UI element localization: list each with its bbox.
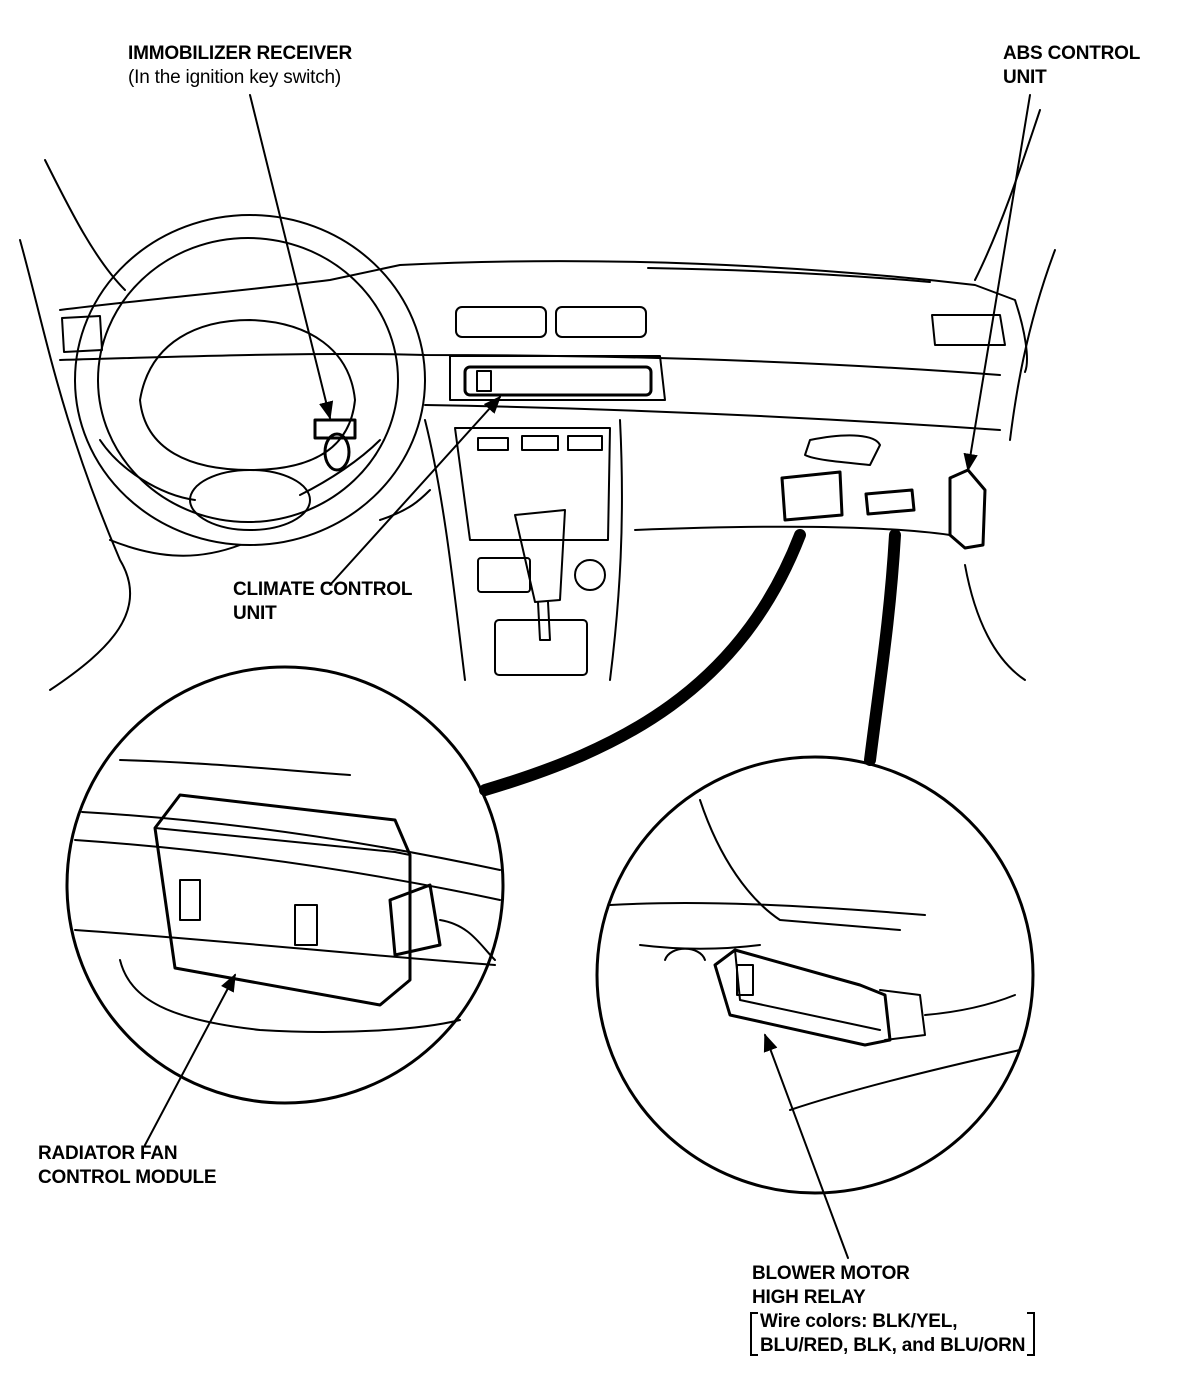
driver-knee-right <box>379 489 431 521</box>
right-lower-trim <box>964 564 1026 681</box>
radiator-line1: RADIATOR FAN <box>38 1143 178 1164</box>
center-bezel <box>449 355 666 401</box>
zl-module-face <box>154 827 411 856</box>
zl-trim-3 <box>74 929 496 966</box>
radiator-fan-control-module-label: RADIATOR FAN CONTROL MODULE <box>38 1142 217 1190</box>
console-button-1 <box>477 437 509 451</box>
glovebox-handle <box>804 434 881 466</box>
blower-line2: HIGH RELAY <box>752 1287 866 1308</box>
console-inner <box>454 427 611 541</box>
zl-connector <box>388 883 442 957</box>
console-right <box>609 419 623 681</box>
zr-wire <box>924 994 1016 1016</box>
climate-panel <box>463 365 653 397</box>
zl-upper <box>119 759 351 776</box>
zoom-circle-right <box>595 755 1035 1195</box>
leader-radiator <box>144 973 236 1146</box>
zr-trim-2 <box>639 944 761 950</box>
zr-bracket <box>664 947 706 961</box>
left-a-pillar <box>44 159 126 291</box>
center-vent-right <box>555 306 647 338</box>
steering-wheel-inner <box>97 237 399 523</box>
wire-colors-note: Wire colors: BLK/YEL, BLU/RED, BLK, and … <box>750 1310 1036 1358</box>
zr-relay-face <box>734 949 881 1031</box>
right-vent <box>931 314 1006 346</box>
steering-hub <box>139 319 356 471</box>
dash-top-lower <box>59 352 1001 376</box>
climate-line1: CLIMATE CONTROL <box>233 579 413 600</box>
zl-trim-2 <box>74 839 501 901</box>
console-button-2 <box>521 435 559 451</box>
zr-lower <box>789 1049 1021 1111</box>
shift-lever <box>514 509 566 603</box>
ashtray <box>477 557 531 593</box>
defrost-slot <box>647 267 931 283</box>
console-left <box>424 419 466 681</box>
steering-spoke-left <box>99 439 196 501</box>
wire-colors-line2: BLU/RED, BLK, and BLU/ORN <box>760 1335 1026 1356</box>
center-vent-left <box>455 306 547 338</box>
zoom-circle-left <box>65 665 505 1105</box>
zl-wire <box>439 919 496 961</box>
wire-colors-line1: Wire colors: BLK/YEL, <box>760 1311 958 1332</box>
ignition-switch <box>313 418 357 440</box>
abs-unit-small <box>948 468 987 550</box>
zl-module <box>153 793 412 1007</box>
dash-face <box>424 404 1001 431</box>
lighter <box>574 559 606 591</box>
dash-top <box>59 260 1028 373</box>
abs-line1: ABS CONTROL <box>1003 43 1141 64</box>
leader-abs <box>963 94 1031 472</box>
climate-control-unit-label: CLIMATE CONTROL UNIT <box>233 578 412 626</box>
zr-relay <box>713 948 892 1047</box>
abs-control-unit-label: ABS CONTROL UNIT <box>1003 42 1140 90</box>
zoom-tail-right <box>864 529 901 766</box>
blower-motor-high-relay-label: BLOWER MOTOR HIGH RELAY Wire colors: BLK… <box>750 1262 1036 1358</box>
blower-line1: BLOWER MOTOR <box>752 1263 910 1284</box>
zl-tab-2 <box>294 904 318 946</box>
climate-line2: UNIT <box>233 603 277 624</box>
steering-column <box>189 469 311 531</box>
leader-blower <box>763 1033 849 1259</box>
shift-gate <box>494 619 588 676</box>
leader-climate <box>329 395 502 586</box>
ignition-key <box>323 432 351 472</box>
abs-line2: UNIT <box>1003 67 1047 88</box>
driver-knee-left <box>109 539 241 557</box>
immobilizer-receiver-label: IMMOBILIZER RECEIVER (In the ignition ke… <box>128 42 352 90</box>
zl-trim-1 <box>81 811 501 871</box>
fan-module-small <box>780 470 844 522</box>
steering-wheel-outer <box>74 214 426 546</box>
console-button-3 <box>567 435 603 451</box>
zr-relay-tab <box>736 964 754 996</box>
immobilizer-title: IMMOBILIZER RECEIVER <box>128 43 353 64</box>
blower-relay-small <box>864 488 916 516</box>
zr-trim-1 <box>609 902 926 916</box>
radiator-line2: CONTROL MODULE <box>38 1167 217 1188</box>
dash-lower-edge <box>634 525 951 536</box>
steering-spoke-right <box>299 439 381 496</box>
immobilizer-note: (In the ignition key switch) <box>128 67 341 88</box>
zoom-tail-left <box>479 529 806 796</box>
left-door-trim <box>19 239 132 691</box>
right-a-pillar <box>974 109 1041 281</box>
leader-immobilizer <box>249 94 334 420</box>
zr-panel <box>699 799 901 931</box>
zr-connector <box>879 989 926 1041</box>
right-door-trim <box>1009 249 1056 441</box>
climate-panel-button <box>476 370 492 392</box>
zl-lower <box>119 959 461 1033</box>
zl-tab-1 <box>179 879 201 921</box>
